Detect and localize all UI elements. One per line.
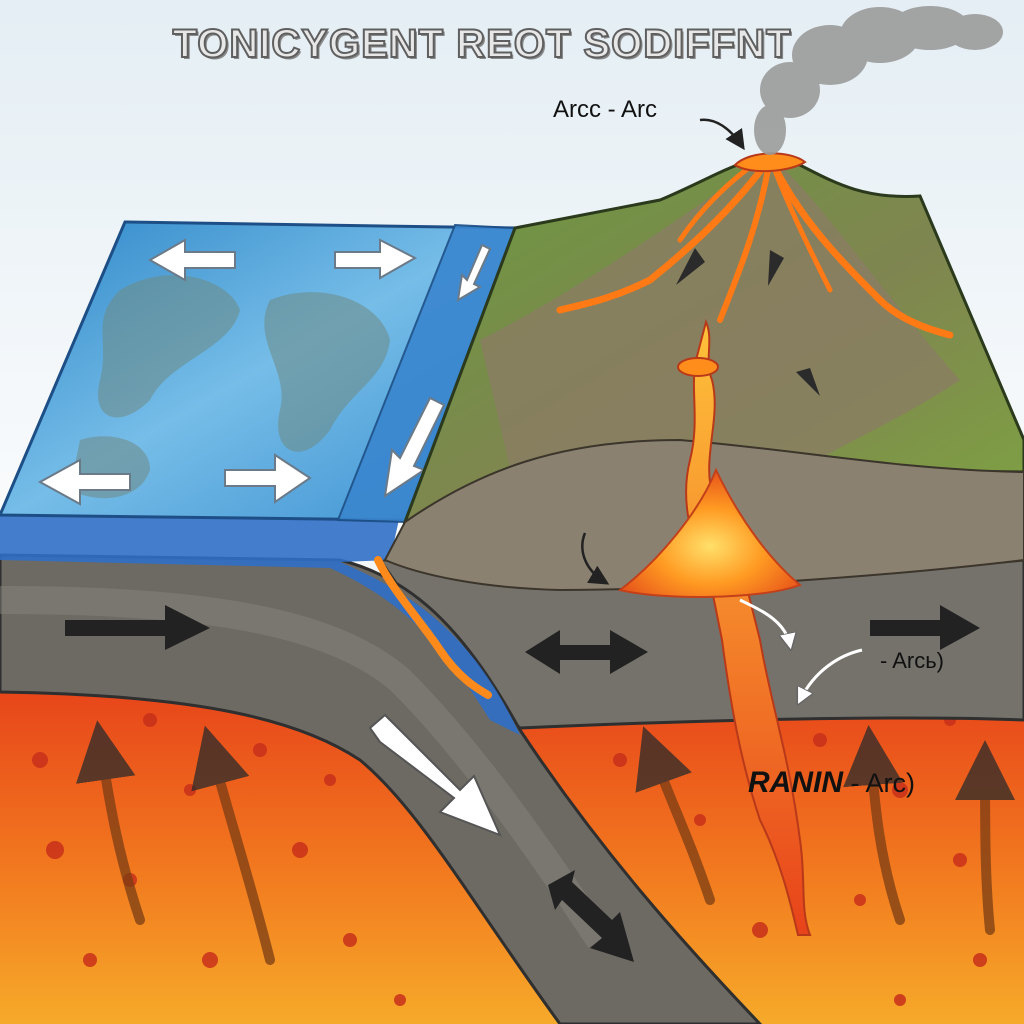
label-mantle-rest: - Arc) — [843, 768, 916, 798]
pointer-top — [699, 118, 745, 151]
smoke-plume — [754, 6, 1003, 155]
pointer-left-chamber — [581, 532, 610, 585]
lava-flows — [556, 154, 954, 339]
mountain-body — [480, 155, 960, 520]
slab-arrow — [368, 713, 502, 837]
plate-motion-arrows — [37, 238, 492, 506]
trench-melt — [374, 556, 492, 699]
label-volcano-arc: Arcc - Arc — [553, 96, 658, 123]
lithosphere-arrows — [65, 605, 980, 962]
label-mantle-bold: RANIN — [748, 766, 843, 799]
pointer-right — [800, 648, 863, 700]
trench-water — [0, 515, 520, 735]
volcano-crater — [733, 152, 807, 173]
slab-band — [0, 586, 612, 948]
convection-arrows — [75, 720, 1016, 965]
diagram-title: TONICYGENT REOT SODIFFNT — [172, 21, 792, 67]
slope-arrows — [676, 248, 820, 396]
vent-top — [677, 357, 719, 377]
magma-chamber — [617, 467, 802, 598]
pointer-chamber — [739, 598, 790, 645]
label-right-crust: - Arcь) — [880, 648, 945, 673]
label-mantle: RANIN - Arc) — [748, 766, 915, 800]
